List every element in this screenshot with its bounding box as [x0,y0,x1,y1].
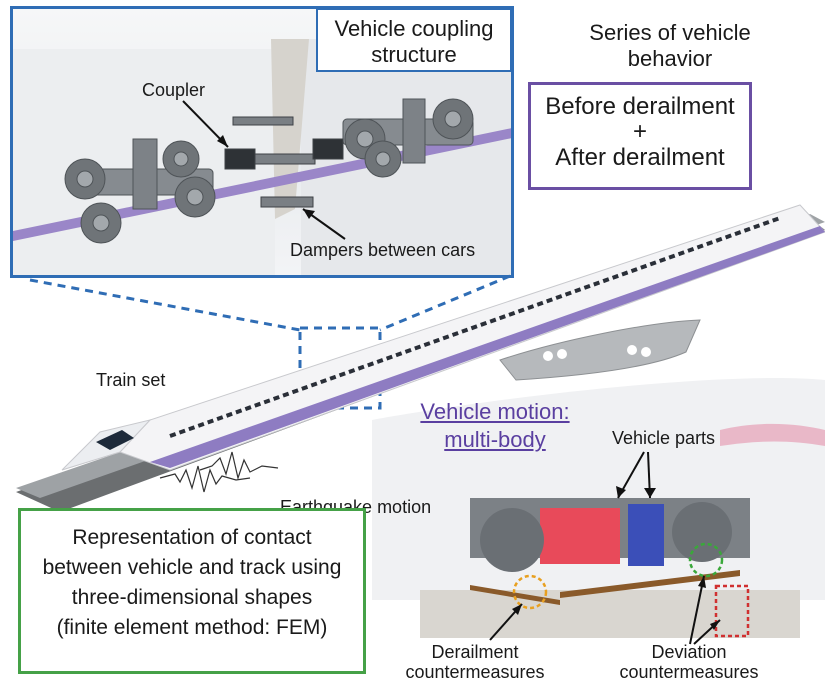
train-set-label: Train set [96,370,166,390]
bogie-right [342,98,474,178]
zoom-line-right [379,274,511,332]
train-windshield [96,430,134,450]
series-title-line1: Series of vehicle [589,20,751,45]
deviation-rect [714,584,750,638]
dampers-label: Dampers between cars [290,240,476,260]
zoom-box [298,326,382,410]
vehicle-parts-arrowhead-2 [644,488,656,498]
gear-red [540,508,620,564]
rail-left [470,585,560,605]
vehicle-motion-title: Vehicle motion: multi-body [410,398,580,454]
vehicle-motion-line2: multi-body [444,427,546,452]
cab-hole [543,351,553,361]
derailment-countermeasures-label: Derailment countermeasures [390,642,560,682]
cab-shell [499,319,701,381]
wheel-left [480,508,544,572]
sleepers [420,590,800,638]
series-box-line2: + [632,118,647,145]
coupler-shape [224,116,344,208]
deviation-line1: Deviation [651,642,727,662]
deviation-arrowhead-1 [698,576,706,588]
coupler-arrowhead [217,135,228,147]
derailment-circle [512,574,548,610]
deviation-arrow-1 [689,575,705,645]
contact-box: Representation of contact between vehicl… [18,508,366,674]
inset-title-line2: structure [371,42,457,67]
train-nose [61,419,152,471]
earthquake-wave-1 [159,465,251,493]
series-title: Series of vehicle behavior [520,20,820,72]
vehicle-parts-arrow-1 [617,451,645,499]
inset-title: Vehicle coupling structure [316,8,512,72]
wheel-right [672,502,732,562]
series-title-line2: behavior [627,46,713,71]
earthquake-wave-2 [199,451,279,481]
deviation-line2: countermeasures [619,662,759,682]
deviation-countermeasures-label: Deviation countermeasures [604,642,774,682]
series-box: Before derailment + After derailment [528,82,752,190]
contact-line1: Representation of contact [72,526,312,549]
deviation-circle [688,542,724,578]
contact-line3: three-dimensional shapes [71,586,313,609]
inset-title-line1: Vehicle coupling [334,16,494,41]
deviation-arrow-2 [693,619,721,645]
contact-line4: (finite element method: FEM) [56,616,328,639]
cab-hole [627,345,637,355]
vehicle-parts-arrowhead-1 [616,486,626,498]
cab-hole [557,349,567,359]
cab-hole [641,347,651,357]
bogie-frame [470,498,750,558]
series-box-line3: After derailment [555,144,725,171]
derailment-line1: Derailment [431,642,519,662]
vehicle-parts-arrow-2 [647,451,651,499]
rail-right [560,570,740,598]
coupler-label: Coupler [142,80,206,100]
car-shell-pink [720,423,825,446]
contact-line2: between vehicle and track using [42,556,342,579]
derailment-line2: countermeasures [405,662,545,682]
derailment-arrow [489,603,523,641]
gear-blue [628,504,664,566]
vehicle-motion-line1: Vehicle motion: [420,399,570,424]
car-gap [271,39,309,219]
vehicle-parts-label: Vehicle parts [612,428,716,448]
deviation-arrowhead-2 [710,620,720,630]
zoom-line-left [29,278,301,332]
derailment-arrowhead [512,604,522,615]
series-box-line1: Before derailment [545,93,735,120]
